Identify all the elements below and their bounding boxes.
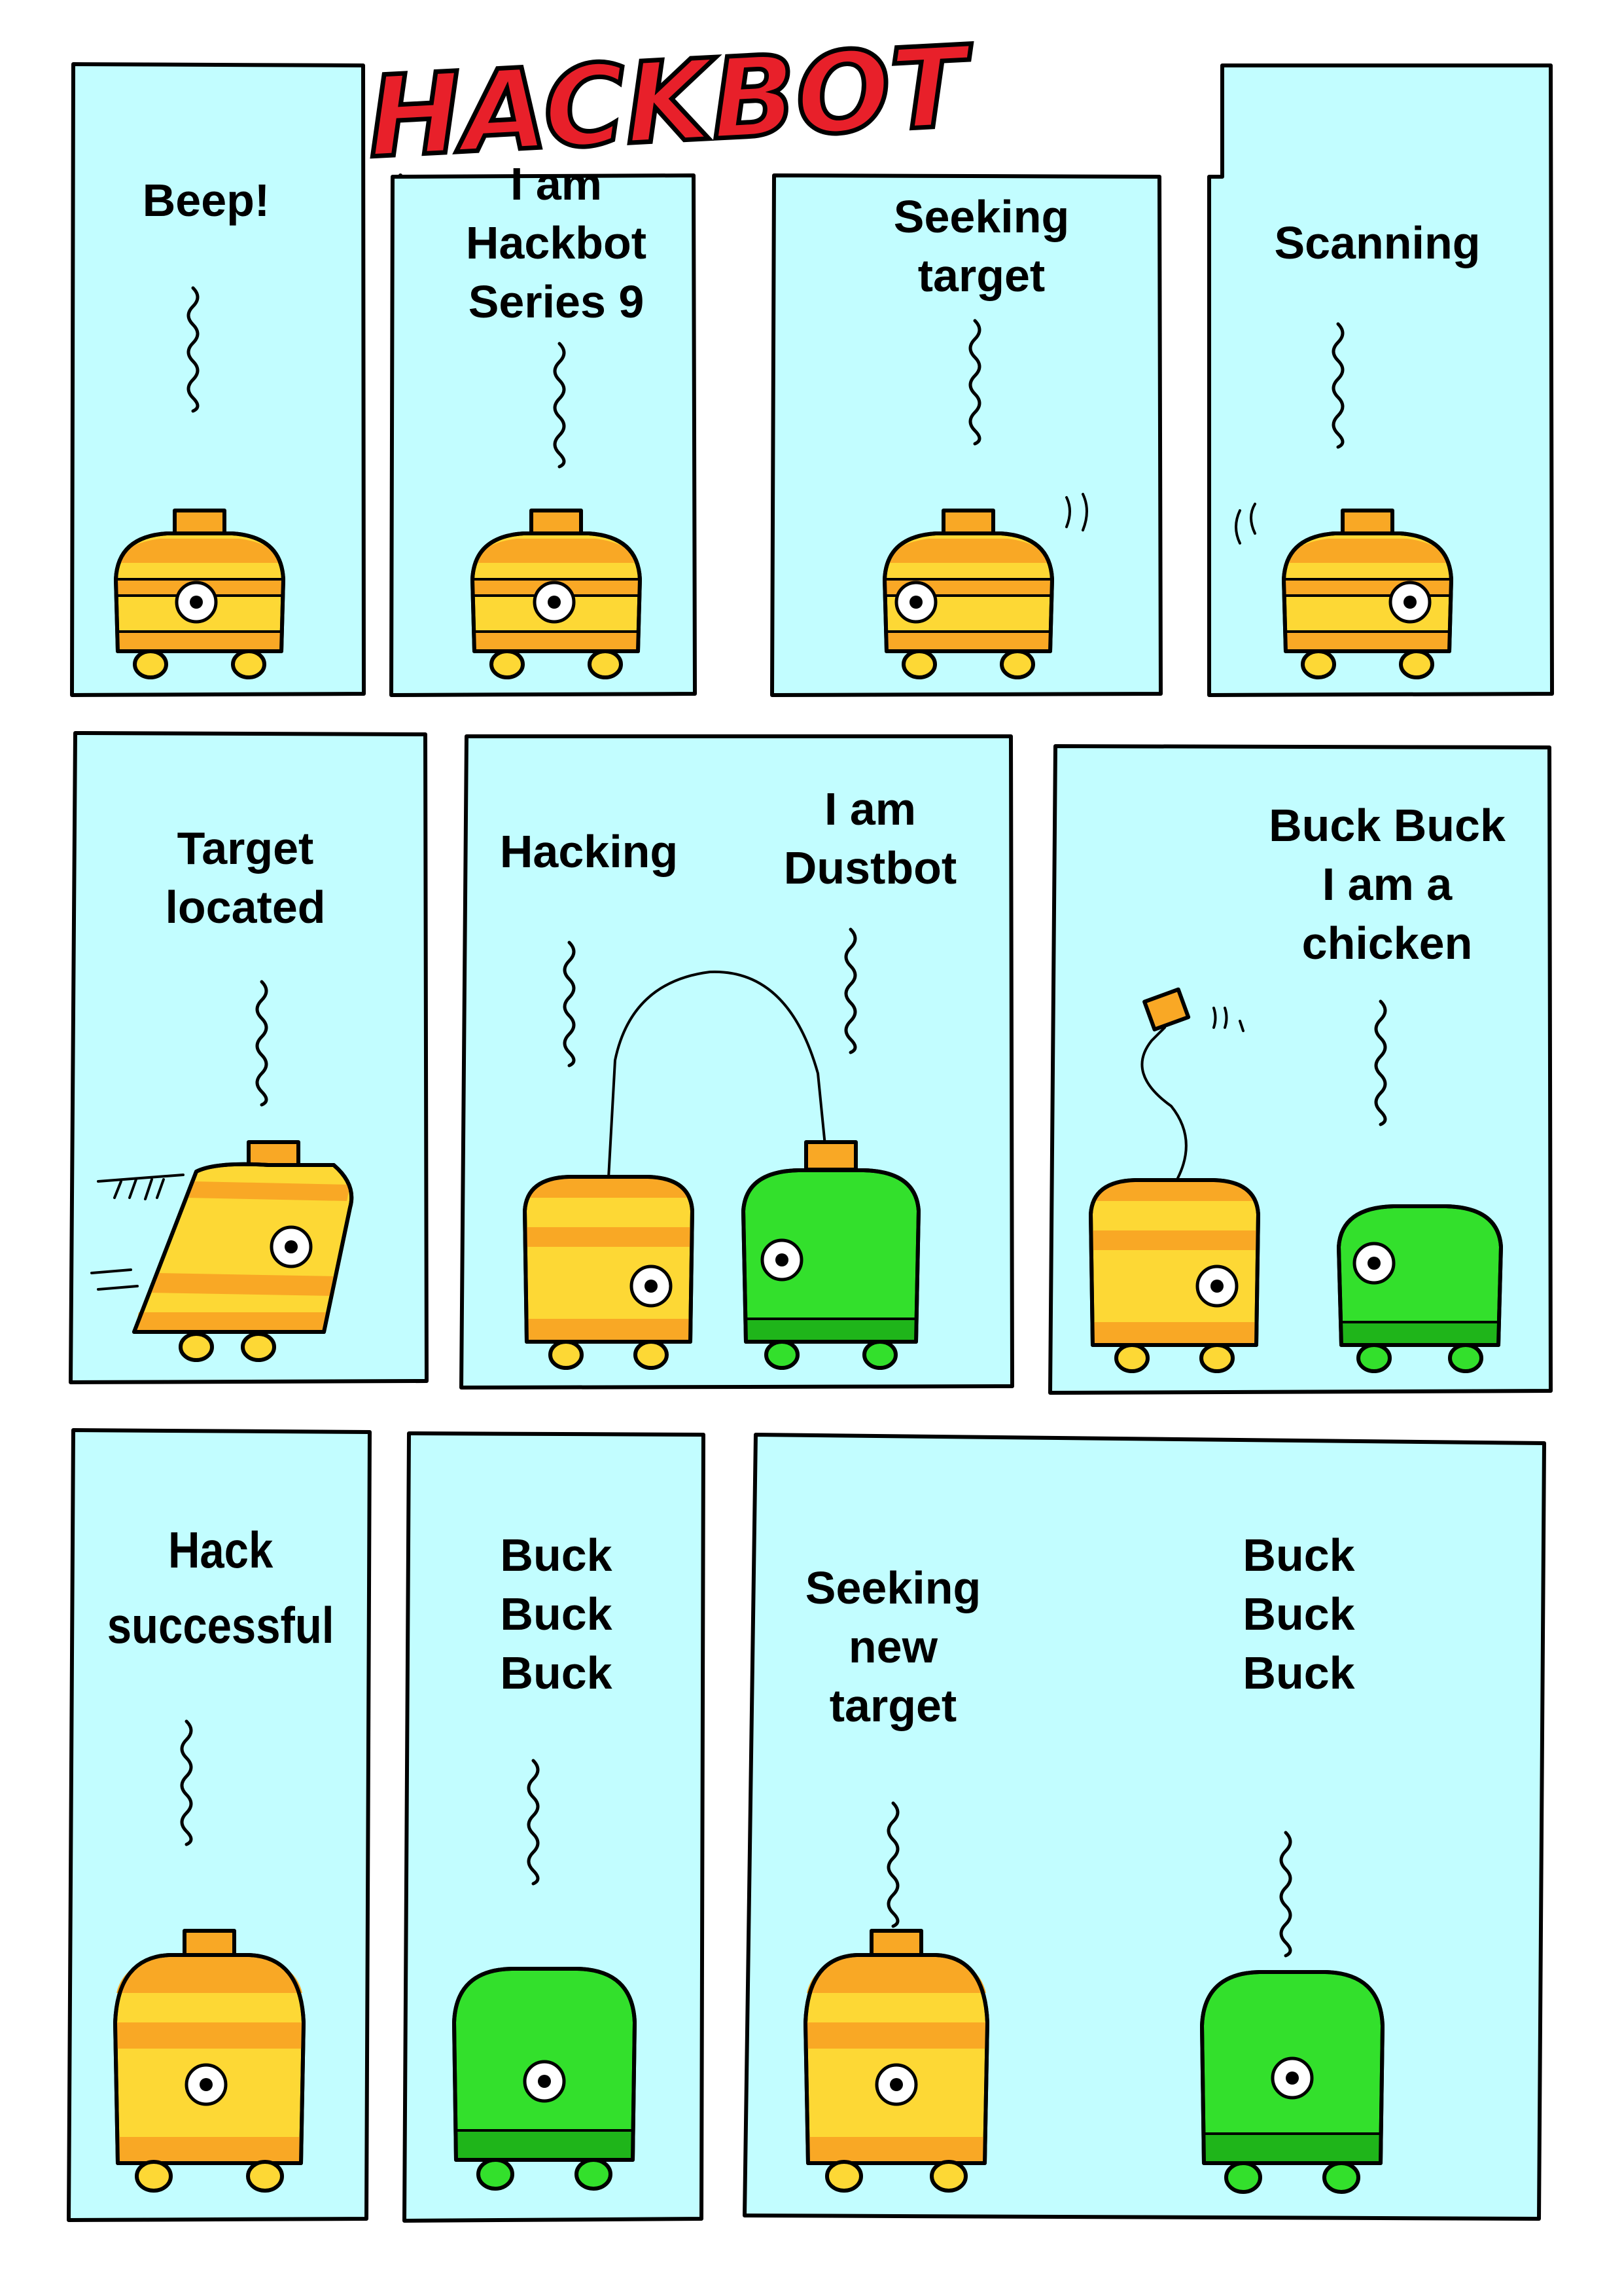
panel-10-caption-left-line-1: Seeking [805, 1562, 981, 1613]
panel-6: Hacking I am Dustbot [459, 734, 1014, 1390]
panel-2: I am Hackbot Series 9 [389, 158, 697, 697]
panel-10-caption-right-line-2: Buck [1243, 1588, 1354, 1640]
panel-10: Seeking new target Buck Buck Buck [743, 1433, 1546, 2221]
panel-4: Scanning [1207, 63, 1554, 697]
eye-icon [877, 2065, 916, 2104]
hackbot [1089, 1178, 1260, 1373]
panel-4-caption-line-1: Scanning [1274, 217, 1480, 268]
eye-icon [1354, 1244, 1394, 1283]
eye-icon [186, 2065, 226, 2104]
panel-6-caption-right-line-2: Dustbot [784, 842, 957, 893]
dustbot [1200, 1970, 1385, 2194]
panel-9-caption-line-1: Buck [500, 1530, 612, 1581]
panel-5-caption-line-1: Target [177, 823, 314, 874]
eye-icon [1390, 583, 1430, 622]
eye-icon [535, 583, 574, 622]
hack-cable [607, 970, 827, 1179]
eye-icon [896, 583, 936, 622]
eye-icon [272, 1227, 311, 1266]
panel-2-caption-line-1: I am [510, 158, 602, 209]
panel-3: Seeking target [770, 173, 1163, 697]
panel-2-caption-line-3: Series 9 [468, 276, 644, 327]
panel-8-caption-line-2: successful [107, 1597, 334, 1654]
eye-icon [525, 2062, 564, 2101]
eye-icon [177, 583, 216, 622]
dustbot [1339, 1206, 1501, 1371]
panel-7-caption-line-3: chicken [1302, 918, 1473, 969]
panel-10-caption-left-line-3: target [830, 1680, 957, 1731]
hackbot [803, 1929, 989, 2193]
eye-icon [631, 1266, 671, 1306]
eye-icon [762, 1240, 802, 1280]
panel-3-caption-line-1: Seeking [894, 191, 1069, 242]
panel-9-caption-line-2: Buck [500, 1588, 612, 1640]
motion-lines [90, 1174, 185, 1291]
title-logo: HACKBOT [362, 20, 980, 185]
eye-icon [1273, 2058, 1312, 2098]
panel-7-caption-line-1: Buck Buck [1269, 800, 1506, 851]
panel-6-caption-left: Hacking [500, 826, 678, 877]
dustbot [452, 1967, 637, 2191]
panel-7-caption-line-2: I am a [1322, 859, 1453, 910]
panel-5: Target located [69, 731, 429, 1384]
popped-antenna [1142, 987, 1191, 1031]
panel-6-caption-right-line-1: I am [824, 783, 916, 834]
panel-9-caption-line-3: Buck [500, 1647, 612, 1698]
panel-5-caption-line-2: located [165, 882, 325, 933]
panel-9: Buck Buck Buck [402, 1431, 705, 2223]
motion-lines [1235, 503, 1256, 545]
panel-3-caption-line-2: target [918, 250, 1045, 301]
hackbot [113, 1929, 306, 2193]
panel-10-caption-left-line-2: new [849, 1621, 938, 1672]
panel-8: Hack successful [67, 1428, 372, 2222]
eye-icon [1197, 1266, 1237, 1306]
hackbot [523, 1175, 694, 1370]
panel-2-caption-line-2: Hackbot [466, 217, 646, 268]
panel-8-caption-line-1: Hack [168, 1522, 274, 1579]
title-text: HACKBOT [365, 22, 978, 183]
panel-10-caption-right-line-3: Buck [1243, 1647, 1354, 1698]
motion-lines [1212, 1007, 1244, 1032]
panel-7: Buck Buck I am a chicken [1048, 744, 1553, 1395]
hackbot [132, 1140, 354, 1362]
panel-1: Beep! [70, 62, 366, 697]
antenna-spring [1140, 1026, 1188, 1179]
dustbot [741, 1140, 921, 1370]
panel-1-caption-line-1: Beep! [143, 175, 270, 226]
motion-lines [1065, 493, 1088, 531]
panel-10-caption-right-line-1: Buck [1243, 1530, 1354, 1581]
